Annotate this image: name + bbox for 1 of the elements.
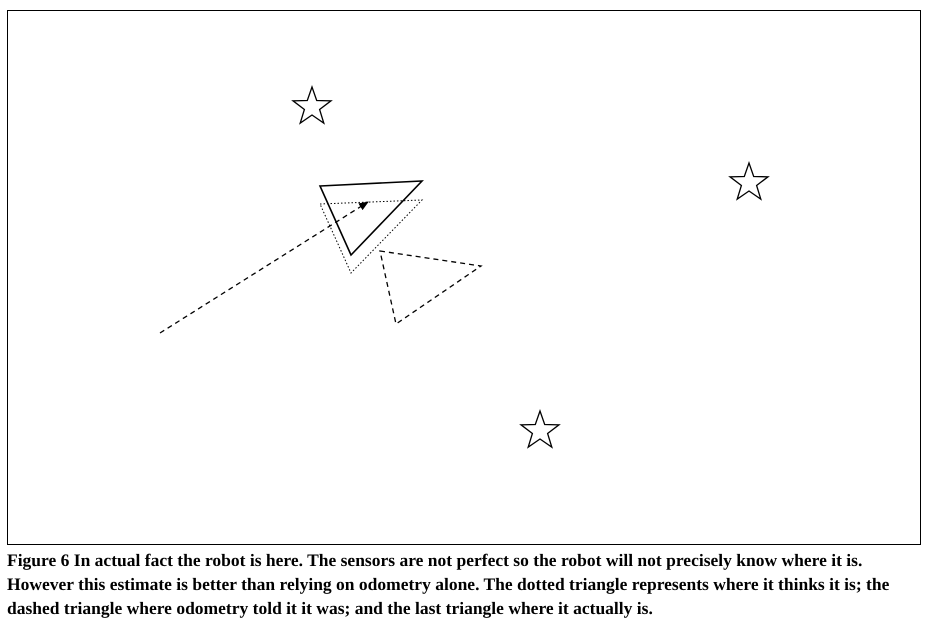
figure-caption: Figure 6 In actual fact the robot is here. The sensors are not perfect so the robot will not precisely know where it is. However this estimate is better than relying on odometry alone. The dotted triangle represents where it thinks it is; the dashed triangle where odometry told it it was; and the last triangle where it actually is. xyxy=(7,549,890,620)
